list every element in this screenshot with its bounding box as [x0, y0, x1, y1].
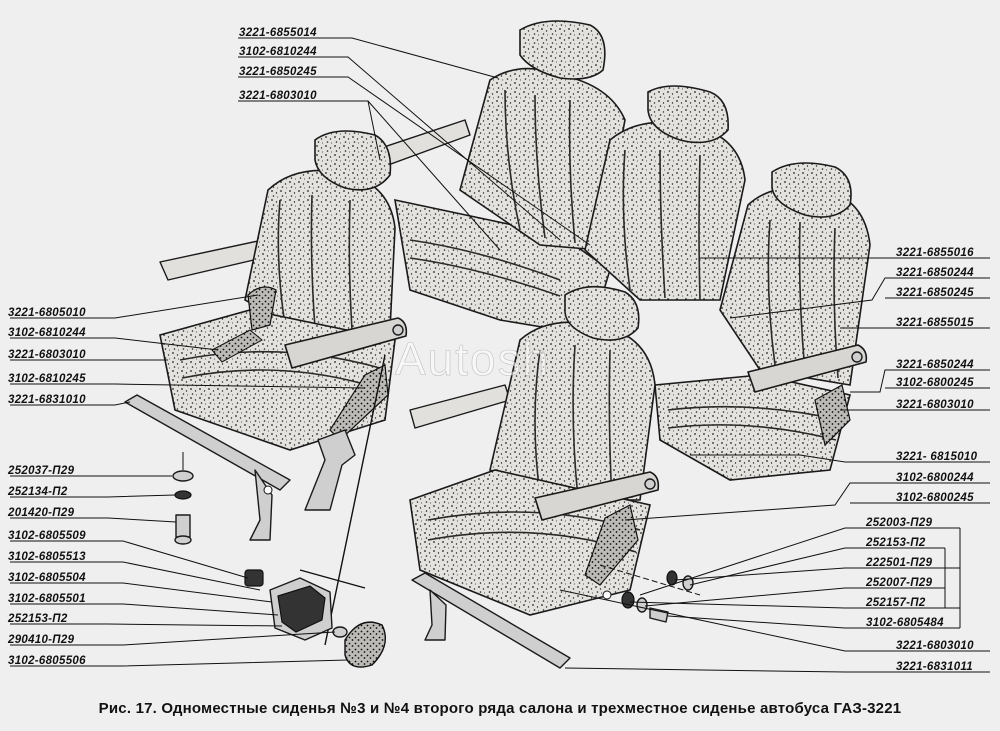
label-252037-p29: 252037-П29: [7, 465, 75, 477]
left-recliner-mechanism: [244, 354, 386, 668]
leader-lines: [10, 37, 990, 673]
label-252007-p29: 252007-П29: [865, 577, 933, 589]
label-3221-6850244-r1: 3221-6850244: [896, 267, 974, 279]
label-222501-p29: 222501-П29: [865, 557, 933, 569]
bench-headrest-left: [519, 20, 606, 80]
label-3102-6810245: 3102-6810245: [8, 373, 86, 385]
label-3221-6831011: 3221-6831011: [896, 661, 973, 673]
label-3221-6831010: 3221-6831010: [8, 394, 86, 406]
left-seat-headrest: [314, 130, 392, 191]
label-3102-6800244: 3102-6800244: [896, 472, 974, 484]
label-3221-6850245-top: 3221-6850245: [239, 66, 317, 78]
label-3102-6805509: 3102-6805509: [8, 530, 86, 542]
label-3221-6805010: 3221-6805010: [8, 307, 86, 319]
left-seat-armrest: [284, 317, 408, 369]
bench-headrest-middle: [647, 85, 729, 144]
label-3102-6805506: 3102-6805506: [8, 655, 86, 667]
label-252157-p2: 252157-П2: [865, 597, 926, 609]
front-mount-bracket: [411, 572, 571, 669]
label-252134-p2: 252134-П2: [7, 486, 68, 498]
watermark: Autosh: [395, 333, 550, 385]
label-252153-p2-right: 252153-П2: [865, 537, 926, 549]
label-3102-6805504: 3102-6805504: [8, 572, 86, 584]
label-252153-p2-left: 252153-П2: [7, 613, 68, 625]
label-3221-6803010-r: 3221-6803010: [896, 399, 974, 411]
callout-labels: 3221-6855014 3102-6810244 3221-6850245 3…: [7, 27, 978, 673]
label-3102-6810244-left: 3102-6810244: [8, 327, 86, 339]
label-3221-6855015: 3221-6855015: [896, 317, 974, 329]
front-recline-lever: [584, 504, 639, 586]
mechanism-knob: [244, 569, 264, 587]
figure-caption: Рис. 17. Одноместные сиденья №3 и №4 вто…: [98, 700, 902, 717]
label-3221-6855014: 3221-6855014: [239, 27, 317, 39]
bench-headrest-right: [771, 162, 852, 218]
label-290410-p29: 290410-П29: [7, 634, 75, 646]
label-3221-6803010-top: 3221-6803010: [239, 90, 317, 102]
label-3221-6803010-left: 3221-6803010: [8, 349, 86, 361]
label-3221-6850244-r2: 3221-6850244: [896, 359, 974, 371]
label-3221-6855016: 3221-6855016: [896, 247, 974, 259]
label-3221-6803010-bottom: 3221-6803010: [896, 640, 974, 652]
mechanism-cover: [344, 621, 386, 668]
front-seat-armrest: [534, 471, 660, 521]
label-201420-p29: 201420-П29: [7, 507, 75, 519]
single-seat-left: [124, 130, 408, 545]
label-3102-6800245-r: 3102-6800245: [896, 377, 974, 389]
label-3102-6800245-r2: 3102-6800245: [896, 492, 974, 504]
three-seat-bench: [159, 20, 871, 481]
label-3102-6805513: 3102-6805513: [8, 551, 86, 563]
single-seat-front: [409, 285, 701, 669]
label-3102-6805484: 3102-6805484: [866, 617, 944, 629]
left-mount-bracket: [124, 394, 291, 491]
label-3221-6815010: 3221- 6815010: [896, 451, 978, 463]
label-252003-p29: 252003-П29: [865, 517, 933, 529]
label-3102-6805501: 3102-6805501: [8, 593, 86, 605]
label-3102-6810244-top: 3102-6810244: [239, 46, 317, 58]
label-3221-6850245-r1: 3221-6850245: [896, 287, 974, 299]
front-seat-headrest: [564, 285, 640, 341]
left-recline-lever: [329, 364, 389, 441]
